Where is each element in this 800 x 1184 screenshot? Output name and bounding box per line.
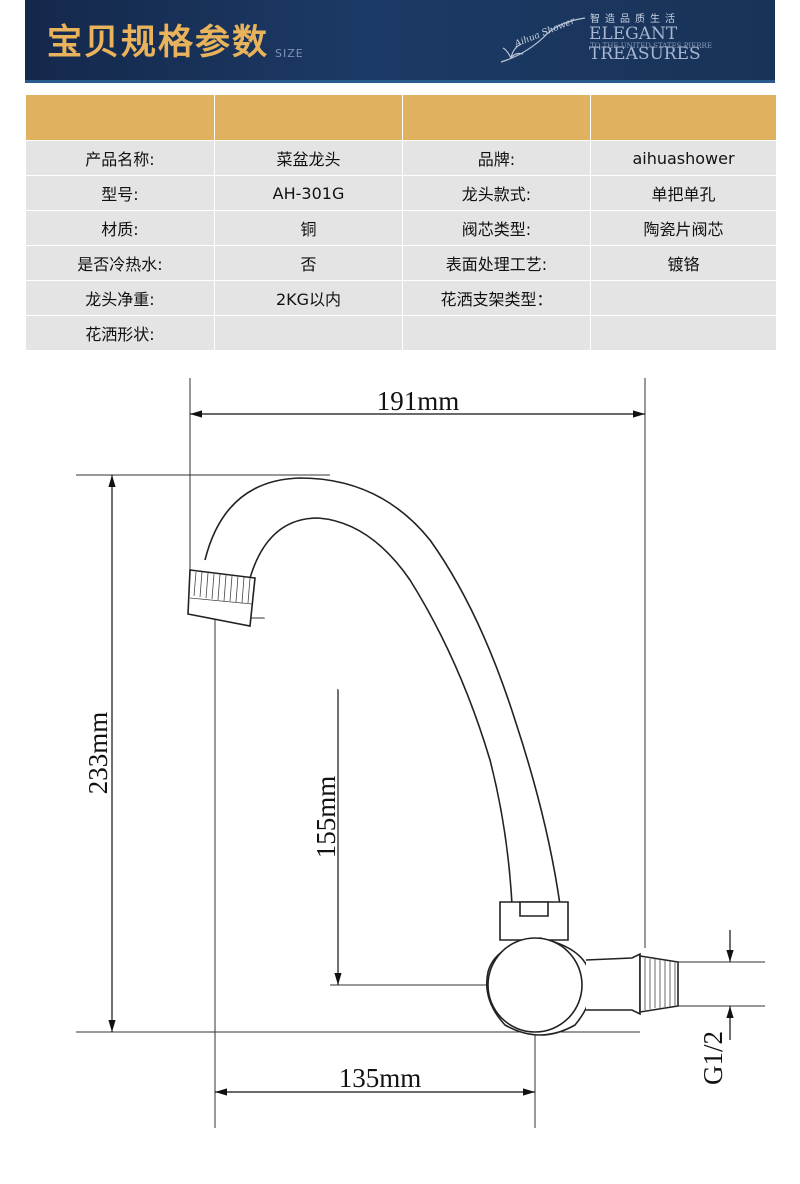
spec-value: 镀铬 [590, 245, 777, 281]
aerator-knurling [189, 571, 253, 605]
spec-value: 2KG以内 [214, 280, 403, 316]
reach-dimension-label: 135mm [339, 1063, 422, 1093]
spec-value: 菜盆龙头 [214, 140, 403, 176]
height-dimension-label: 233mm [83, 712, 113, 795]
spec-value [590, 280, 777, 316]
inlet-thread [644, 958, 676, 1010]
spec-label: 品牌: [402, 140, 591, 176]
banner-title: 宝贝规格参数 [47, 23, 270, 63]
table-header-cell [590, 94, 777, 141]
faucet-dimension-drawing: 191mm 233mm 155mm 135mm G1/2 [76, 378, 765, 1128]
banner-tagline: TO THE UNITED STATES PIERRE [590, 42, 712, 50]
spec-value: aihuashower [590, 140, 777, 176]
spec-label: 产品名称: [25, 140, 215, 176]
spec-label: 龙头款式: [402, 175, 591, 211]
table-row: 龙头净重: 2KG以内 花洒支架类型： [25, 280, 777, 316]
table-row: 产品名称: 菜盆龙头 品牌: aihuashower [25, 140, 777, 176]
spec-value: 陶瓷片阀芯 [590, 210, 777, 246]
spec-table: 产品名称: 菜盆龙头 品牌: aihuashower 型号: AH-301G 龙… [25, 94, 777, 351]
spec-value [590, 315, 777, 351]
faucet-outline [187, 477, 679, 1036]
thread-size-label: G1/2 [698, 1031, 728, 1085]
spec-label: 花洒支架类型： [402, 280, 591, 316]
spec-label: 龙头净重: [25, 280, 215, 316]
header-banner: 宝贝规格参数 SIZE Aihua Shower 智造品质生活 ELEGANT … [25, 0, 775, 80]
spec-value [214, 315, 403, 351]
spec-label: 是否冷热水: [25, 245, 215, 281]
table-header-cell [402, 94, 591, 141]
banner-headline: ELEGANT TREASURES [589, 24, 701, 64]
spec-label: 表面处理工艺: [402, 245, 591, 281]
spec-label: 花洒形状: [25, 315, 215, 351]
table-header-cell [25, 94, 215, 141]
table-row: 是否冷热水: 否 表面处理工艺: 镀铬 [25, 245, 777, 281]
table-row: 型号: AH-301G 龙头款式: 单把单孔 [25, 175, 777, 211]
banner-divider [25, 80, 775, 83]
spec-label: 材质: [25, 210, 215, 246]
spec-label: 型号: [25, 175, 215, 211]
spec-value: AH-301G [214, 175, 403, 211]
spec-value: 否 [214, 245, 403, 281]
table-header-row [25, 94, 777, 141]
spout-height-dimension-label: 155mm [311, 776, 341, 859]
brand-logo-icon [500, 17, 586, 63]
spec-label: 阀芯类型: [402, 210, 591, 246]
table-header-cell [214, 94, 403, 141]
spec-label [402, 315, 591, 351]
table-row: 花洒形状: [25, 315, 777, 351]
width-dimension-label: 191mm [377, 386, 460, 416]
banner-slogan: 智造品质生活 [590, 14, 680, 25]
spec-value: 单把单孔 [590, 175, 777, 211]
table-row: 材质: 铜 阀芯类型: 陶瓷片阀芯 [25, 210, 777, 246]
spec-value: 铜 [214, 210, 403, 246]
banner-subtitle: SIZE [275, 47, 304, 60]
